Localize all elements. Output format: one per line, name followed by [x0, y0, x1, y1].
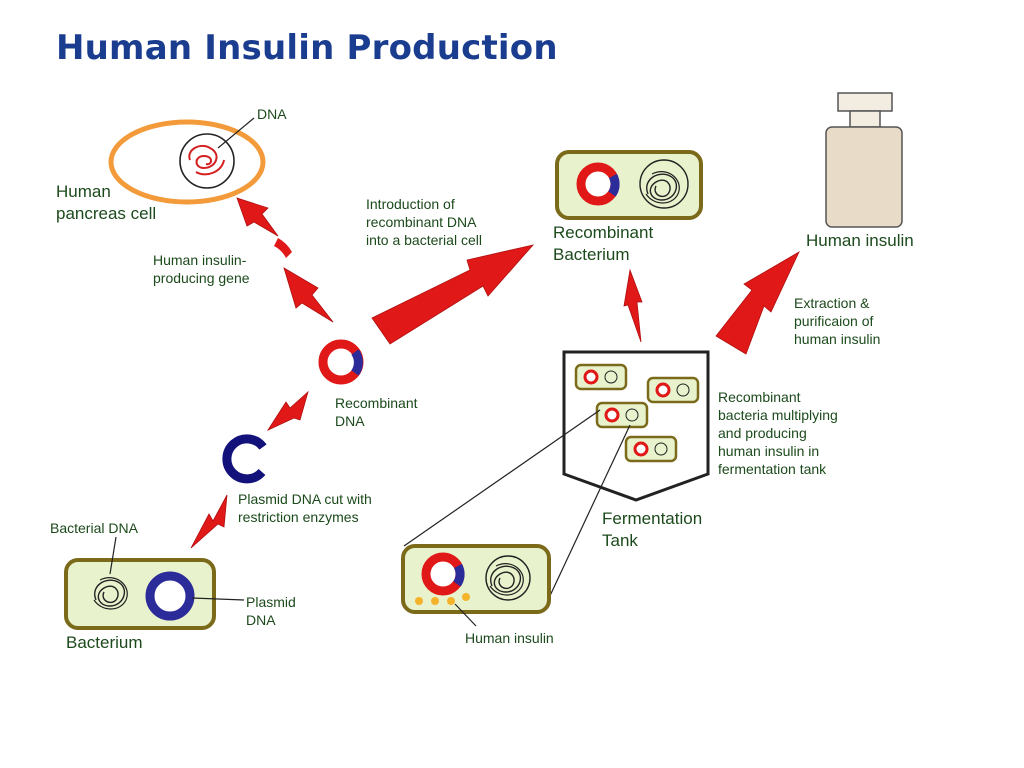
recombinant-dna-label: Recombinant DNA — [335, 395, 418, 429]
insulin-dot — [415, 597, 423, 605]
zoom-line — [547, 424, 631, 601]
insulin-dot — [462, 593, 470, 601]
tank-bacterium — [624, 435, 678, 463]
plasmid-dna-label: Plasmid DNA — [246, 594, 296, 628]
arrow-introduction — [371, 244, 535, 345]
fermentation-tank-label: Fermentation Tank — [602, 509, 703, 550]
page-title: Human Insulin Production — [56, 28, 558, 68]
tank-bacterium — [574, 363, 628, 391]
insulin-bottle — [825, 92, 903, 228]
zoom-line — [403, 409, 601, 547]
extraction-label: Extraction & purificaion of human insuli… — [794, 295, 881, 347]
bacterium-label: Bacterium — [66, 633, 143, 652]
insulin-dot — [431, 597, 439, 605]
recombinant-bacterium-label: Recombinant Bacterium — [553, 223, 654, 264]
fermentation-tank — [562, 350, 710, 502]
arrow-gene-to-plasmid — [283, 267, 334, 323]
bacterial-dna-label: Bacterial DNA — [50, 520, 138, 536]
human-insulin-product-label: Human insulin — [806, 231, 914, 250]
arrow-cell-to-gene — [236, 197, 279, 237]
tank-bacterium — [646, 376, 700, 404]
arrow-cut-to-recombinant — [266, 390, 309, 431]
insulin-dot — [447, 597, 455, 605]
cut-plasmid — [222, 434, 267, 484]
arrow-extraction — [715, 251, 800, 355]
bacterium — [64, 536, 245, 630]
introduction-label: Introduction of recombinant DNA into a b… — [366, 196, 482, 248]
plasmid-cut-label: Plasmid DNA cut with restriction enzymes — [238, 491, 372, 525]
multiplying-label: Recombinant bacteria multiplying and pro… — [718, 389, 838, 477]
arrow-bacterium-to-cut — [190, 494, 228, 549]
human-insulin-zoom-label: Human insulin — [465, 630, 554, 646]
insulin-gene-fragment — [274, 238, 292, 258]
recombinant-plasmid — [318, 339, 364, 385]
recombinant-bacterium — [555, 150, 703, 220]
dna-label: DNA — [257, 106, 287, 122]
zoomed-bacterium — [401, 544, 551, 627]
tank-bacterium — [595, 401, 649, 429]
insulin-gene-label: Human insulin- producing gene — [153, 252, 250, 286]
arrow-bacterium-to-tank — [623, 268, 643, 343]
human-pancreas-cell — [108, 117, 266, 205]
human-pancreas-cell-label: Human pancreas cell — [56, 182, 157, 223]
